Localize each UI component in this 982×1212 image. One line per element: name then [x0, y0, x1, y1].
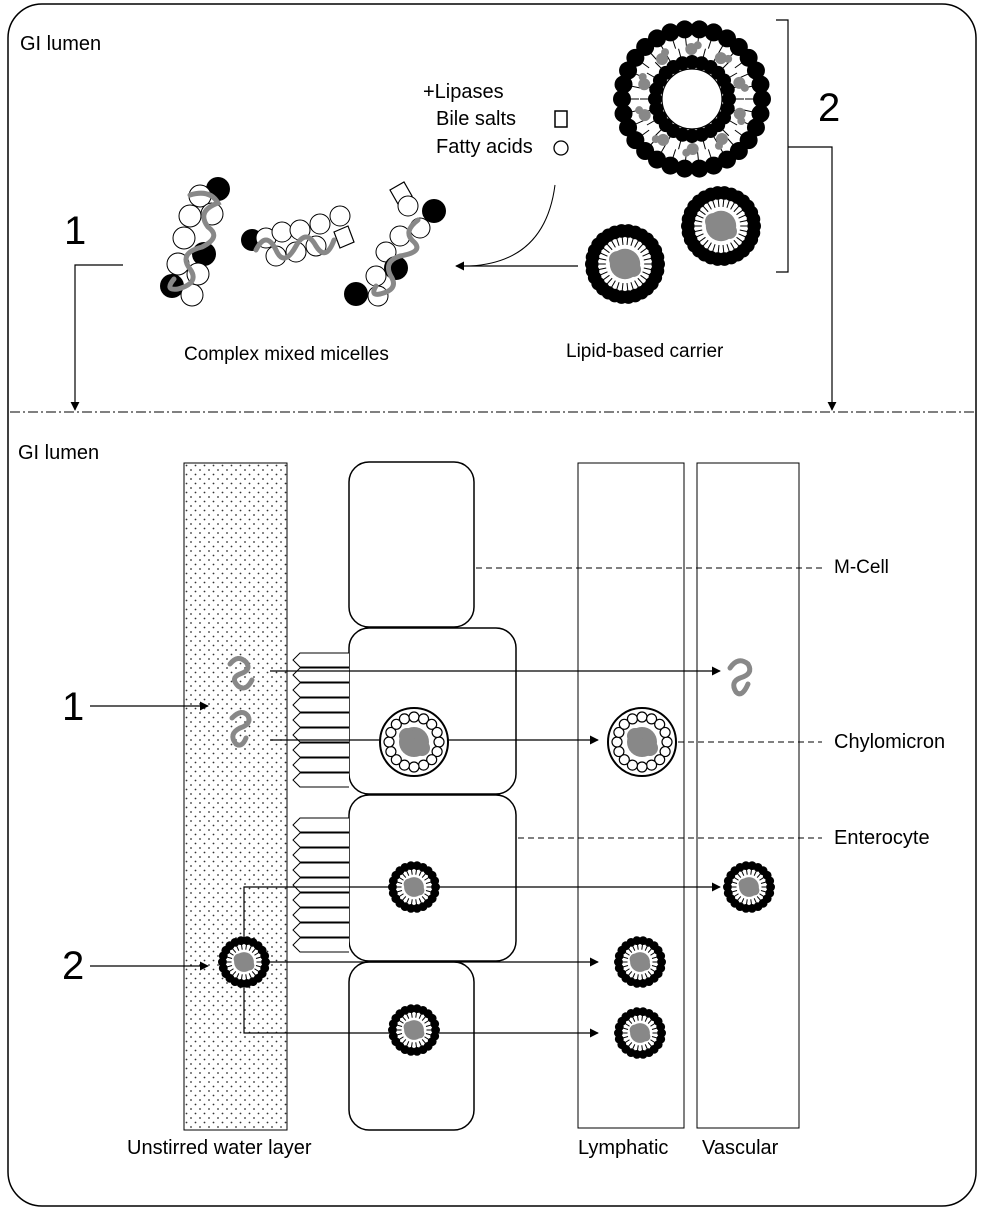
digestion-curve [469, 184, 556, 267]
large-lipid-vesicle [613, 20, 771, 178]
top-pathway-1: 1 [64, 209, 87, 253]
carrier-in-lymph-1 [614, 936, 667, 988]
carrier-label: Lipid-based carrier [566, 341, 724, 362]
free-drug-1 [227, 656, 255, 691]
pathway-2-connector [788, 146, 837, 411]
fatty-acids-label: Fatty acids [436, 136, 533, 158]
m-cell-label: M-Cell [834, 557, 889, 578]
mixed-micelle-2 [241, 205, 355, 267]
microvilli-lower [292, 817, 349, 953]
bile-salt-symbol [554, 110, 568, 128]
bottom-pathway-1: 1 [62, 685, 85, 729]
top-gi-lumen-label: GI lumen [20, 33, 102, 55]
mixed-micelle-1 [160, 177, 230, 307]
lipid-carrier-small-1 [681, 186, 761, 266]
mixed-micelle-3 [344, 181, 446, 307]
carrier-to-vascular-arrow [243, 882, 721, 944]
chylomicron-in-cell [379, 707, 449, 777]
pathway-1-connector [70, 264, 123, 411]
carrier-in-vascular [723, 861, 776, 913]
carrier-bracket [776, 19, 789, 273]
lipases-label: +Lipases [423, 81, 504, 103]
chylomicron-label: Chylomicron [834, 731, 946, 753]
bottom-gi-lumen-label: GI lumen [18, 442, 100, 464]
fatty-acid-symbol [553, 140, 569, 156]
vascular-label: Vascular [702, 1137, 779, 1159]
top-pathway-2: 2 [818, 86, 841, 130]
chylomicron-in-lymph [607, 707, 677, 777]
carrier-through-cell-arrow [243, 986, 599, 1038]
m-cell [348, 461, 475, 628]
free-drug-in-blood [727, 658, 753, 697]
microvilli-upper [292, 652, 349, 788]
lipid-carrier-small-2 [585, 224, 665, 304]
free-drug-2 [229, 710, 252, 748]
enterocyte-label: Enterocyte [834, 827, 930, 849]
bottom-pathway-2: 2 [62, 944, 85, 988]
lymphatic-label: Lymphatic [578, 1137, 669, 1159]
carrier-in-lymph-2 [614, 1007, 667, 1059]
bile-salts-label: Bile salts [436, 108, 517, 130]
carrier-in-m-cell [388, 1004, 440, 1056]
micelles-label: Complex mixed micelles [184, 344, 389, 365]
carrier-in-water-layer [218, 936, 270, 988]
vascular-vessel [696, 462, 800, 1129]
carrier-in-enterocyte [388, 861, 440, 913]
unstirred-water-layer [183, 462, 288, 1131]
unstirred-water-label: Unstirred water layer [127, 1137, 312, 1159]
outer-frame [7, 3, 977, 1207]
